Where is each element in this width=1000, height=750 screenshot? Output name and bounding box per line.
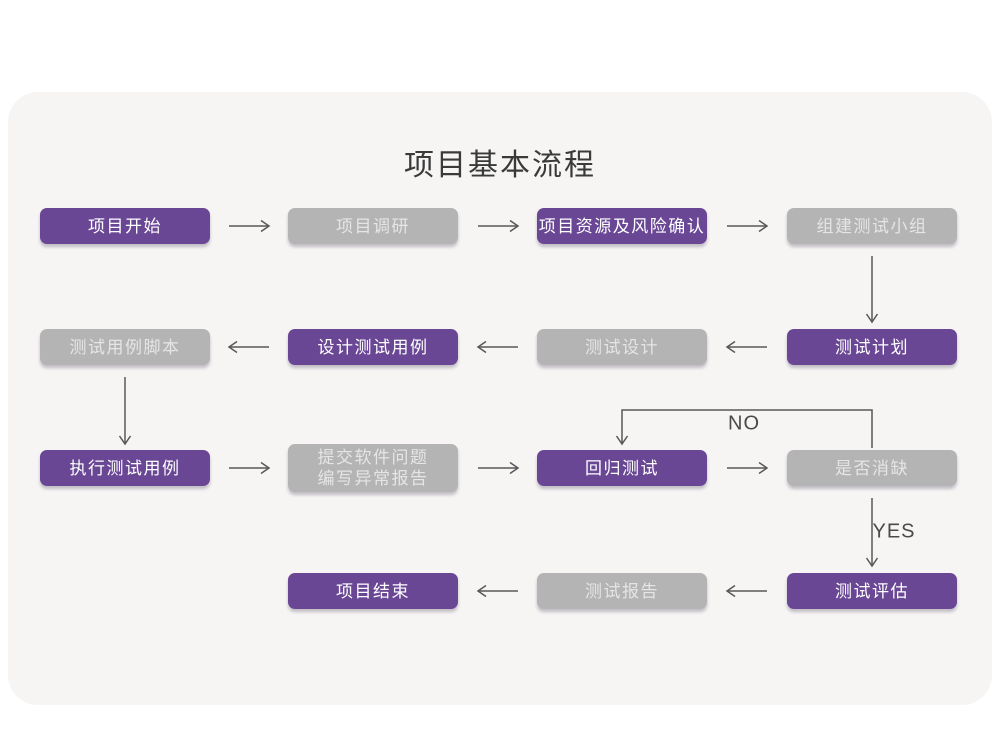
flow-node-test-report: 测试报告: [537, 573, 707, 609]
flow-node-design-test-case: 设计测试用例: [288, 329, 458, 365]
flow-node-label: 测试报告: [585, 581, 659, 601]
flow-node-test-evaluation: 测试评估: [787, 573, 957, 609]
flow-node-label: 项目开始: [88, 216, 162, 236]
flow-node-defect-cleared: 是否消缺: [787, 450, 957, 486]
flow-node-label: 项目资源及风险确认: [538, 216, 706, 236]
arrow-defect-no-loop: [615, 409, 873, 448]
flow-node-label: 提交软件问题: [317, 448, 429, 467]
flow-node-execute-test-case: 执行测试用例: [40, 450, 210, 486]
diagram-title: 项目基本流程: [404, 149, 596, 182]
flow-node-project-research: 项目调研: [288, 208, 458, 244]
flow-node-label: 测试设计: [585, 337, 659, 357]
flow-node-build-test-team: 组建测试小组: [787, 208, 957, 244]
flow-node-project-end: 项目结束: [288, 573, 458, 609]
flow-node-label: 是否消缺: [835, 458, 909, 478]
flow-node-test-case-script: 测试用例脚本: [40, 329, 210, 365]
flow-node-test-design: 测试设计: [537, 329, 707, 365]
flow-node-project-start: 项目开始: [40, 208, 210, 244]
flow-node-label: 编写异常报告: [317, 469, 429, 488]
flow-node-regression-test: 回归测试: [537, 450, 707, 486]
flow-node-submit-issue-report: 提交软件问题编写异常报告: [288, 444, 458, 492]
flow-node-label: 回归测试: [585, 458, 659, 478]
edge-label-yes: YES: [872, 520, 916, 543]
flow-node-label: 执行测试用例: [69, 458, 181, 478]
flow-node-label: 项目结束: [336, 581, 410, 601]
flow-node-label: 测试评估: [835, 581, 909, 601]
flow-node-label: 设计测试用例: [317, 337, 429, 357]
flow-node-label: 项目调研: [336, 216, 410, 236]
flow-node-test-plan: 测试计划: [787, 329, 957, 365]
flow-node-label: 测试用例脚本: [69, 337, 181, 357]
edge-label-no: NO: [728, 412, 760, 435]
flow-node-label: 测试计划: [835, 337, 909, 357]
flow-node-project-resources-risk-confirm: 项目资源及风险确认: [537, 208, 707, 244]
flow-node-label: 组建测试小组: [816, 216, 928, 236]
